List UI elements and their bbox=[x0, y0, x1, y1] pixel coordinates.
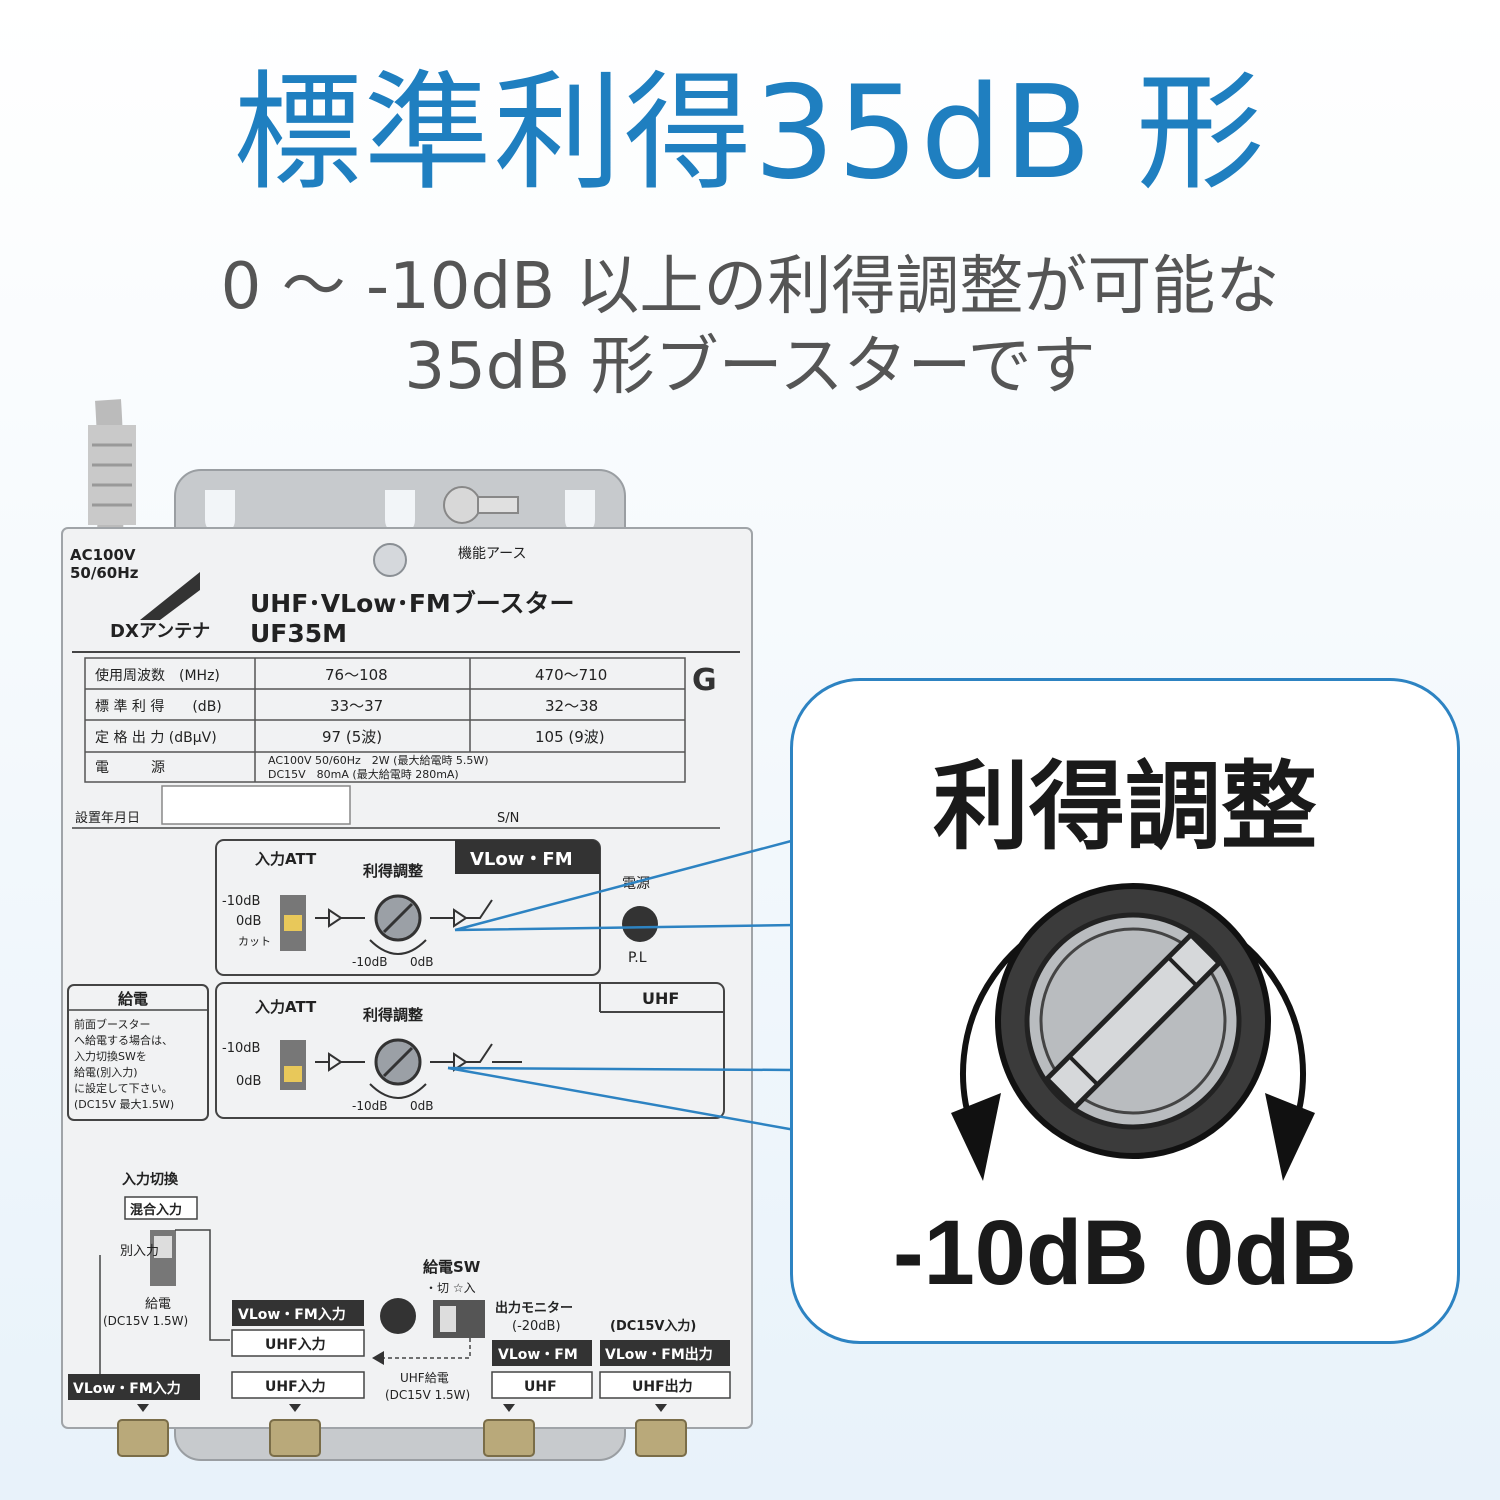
serial-number-label: S/N bbox=[497, 811, 519, 826]
monitor-level-label: (-20dB) bbox=[512, 1319, 561, 1334]
spec-row-value: AC100V 50/60Hz 2W (最大給電時 5.5W) bbox=[268, 753, 489, 767]
output-monitor-label: 出力モニター bbox=[495, 1300, 573, 1316]
uhf-feed-label: UHF給電 bbox=[400, 1371, 449, 1385]
uhf-att-switch bbox=[280, 1040, 306, 1090]
spec-row-label: 電 源 bbox=[95, 760, 165, 776]
vlow-fm-header: VLow・FM bbox=[470, 849, 573, 870]
att-minus10-label: -10dB bbox=[222, 1041, 260, 1056]
feed-switch-label: 給電SW bbox=[423, 1258, 481, 1276]
uhf-header: UHF bbox=[642, 989, 679, 1008]
knob-minus10-label: -10dB bbox=[352, 955, 387, 969]
input-switch-label: 入力切換 bbox=[122, 1171, 179, 1188]
spec-table bbox=[84, 657, 686, 783]
earth-screw bbox=[443, 486, 481, 524]
spec-row-value: 76〜108 bbox=[325, 666, 388, 684]
callout-title: 利得調整 bbox=[933, 751, 1317, 863]
g-mark-icon: G bbox=[692, 663, 717, 698]
pilot-lamp-label: P.L bbox=[628, 950, 647, 966]
mixed-input-label: 混合入力 bbox=[130, 1202, 182, 1218]
cable-strain-relief bbox=[88, 425, 136, 525]
spec-row-value: 97 (5波) bbox=[322, 728, 382, 746]
monitor-vlow-fm-label: VLow・FM bbox=[498, 1347, 578, 1363]
feed-note-title: 給電 bbox=[118, 990, 148, 1008]
feed-note-line: 前面ブースター bbox=[74, 1017, 150, 1031]
spec-row-value: 470〜710 bbox=[535, 666, 607, 684]
spec-row-label: 定 格 出 力 (dBμV) bbox=[95, 730, 217, 746]
feed-arrow-label: 給電 bbox=[145, 1297, 171, 1312]
knob-minus10-label: -10dB bbox=[352, 1099, 387, 1113]
f-connectors bbox=[117, 1419, 687, 1457]
bracket-slots bbox=[205, 490, 595, 535]
feed-switch-states: ・切 ☆入 bbox=[425, 1281, 476, 1295]
spec-row-value: DC15V 80mA (最大給電時 280mA) bbox=[268, 767, 459, 781]
vlow-fm-input-label: VLow・FM入力 bbox=[238, 1306, 346, 1323]
uhf-input-label: UHF入力 bbox=[265, 1336, 326, 1353]
power-led bbox=[622, 906, 658, 942]
feed-spec-label: (DC15V 1.5W) bbox=[103, 1314, 188, 1328]
spec-row-label: 標 準 利 得 (dB) bbox=[95, 698, 222, 715]
install-date-box bbox=[161, 785, 351, 825]
callout-minus10-label: -10dB bbox=[893, 1202, 1149, 1304]
install-date-label: 設置年月日 bbox=[75, 810, 140, 826]
vlow-fm-output-label: VLow・FM出力 bbox=[605, 1346, 713, 1363]
att-cut-label: カット bbox=[238, 935, 271, 948]
gain-adjust-label: 利得調整 bbox=[363, 1006, 423, 1024]
uhf-feed-spec-label: (DC15V 1.5W) bbox=[385, 1388, 470, 1402]
spec-row-label: 使用周波数 (MHz) bbox=[95, 667, 220, 684]
monitor-uhf-label: UHF bbox=[524, 1379, 557, 1395]
page-headline: 標準利得35dB 形 bbox=[233, 59, 1267, 208]
gain-knob-closeup-icon bbox=[951, 883, 1315, 1181]
uhf-panel bbox=[215, 982, 725, 1119]
att-0-label: 0dB bbox=[236, 1074, 261, 1089]
dx-logo-icon bbox=[140, 572, 200, 620]
callout-pointer-top bbox=[454, 838, 796, 932]
spec-row-value: 105 (9波) bbox=[535, 728, 605, 746]
gain-adjust-callout: 利得調整 -10dB 0dB bbox=[790, 678, 1460, 1344]
earth-label: 機能アース bbox=[458, 546, 526, 562]
separate-input-label: 別入力 bbox=[120, 1244, 159, 1259]
callout-0db-label: 0dB bbox=[1183, 1202, 1357, 1304]
dc-input-label: (DC15V入力) bbox=[610, 1318, 696, 1334]
product-name: UHF･VLow･FMブースター bbox=[250, 589, 575, 618]
uhf-input-port-label: UHF入力 bbox=[265, 1378, 326, 1395]
input-att-label: 入力ATT bbox=[255, 998, 317, 1016]
power-label: AC100V bbox=[70, 546, 136, 564]
power-frequency-label: 50/60Hz bbox=[70, 564, 139, 582]
att-minus10-label: -10dB bbox=[222, 894, 260, 909]
subheadline-line-1: 0 ～ -10dB 以上の利得調整が可能な bbox=[220, 250, 1280, 324]
feed-note-line: (DC15V 最大1.5W) bbox=[74, 1097, 174, 1111]
feed-note-line: 入力切換SWを bbox=[74, 1050, 147, 1063]
knob-0-label: 0dB bbox=[410, 1099, 433, 1113]
vlow-fm-input-port-label: VLow・FM入力 bbox=[73, 1380, 181, 1397]
input-att-label: 入力ATT bbox=[255, 850, 317, 868]
callout-pointer-bottom bbox=[447, 1066, 796, 1132]
feed-note-line: 給電(別入力) bbox=[74, 1065, 138, 1079]
knob-0-label: 0dB bbox=[410, 955, 433, 969]
feed-indicator bbox=[380, 1298, 416, 1334]
vlow-fm-panel bbox=[215, 839, 601, 976]
feed-note-line: へ給電する場合は、 bbox=[74, 1033, 173, 1047]
att-0-label: 0dB bbox=[236, 914, 261, 929]
subheadline-line-2: 35dB 形ブースターです bbox=[404, 330, 1096, 404]
feed-note-box bbox=[67, 984, 209, 1121]
spec-row-value: 33〜37 bbox=[330, 697, 383, 715]
uhf-output-label: UHF出力 bbox=[632, 1378, 693, 1395]
feed-note-line: に設定して下さい。 bbox=[74, 1081, 173, 1095]
model-number: UF35M bbox=[250, 619, 347, 648]
device-body bbox=[61, 527, 753, 1429]
cover-screw bbox=[373, 543, 407, 577]
spec-row-value: 32〜38 bbox=[545, 697, 598, 715]
brand-name: DXアンテナ bbox=[110, 621, 210, 642]
gain-adjust-label: 利得調整 bbox=[363, 862, 423, 880]
